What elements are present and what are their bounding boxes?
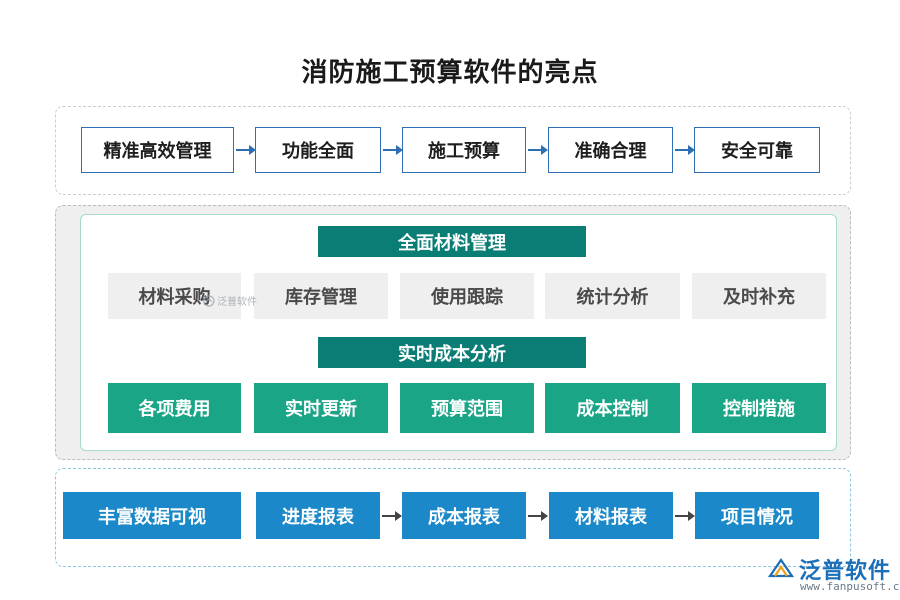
brand-logo: 泛普软件 (766, 553, 891, 585)
highlight-box: 准确合理 (548, 127, 673, 173)
report-box: 进度报表 (256, 492, 380, 539)
arrow-icon (236, 145, 256, 155)
report-box: 项目情况 (695, 492, 819, 539)
watermark: 泛普软件 (203, 293, 257, 308)
material-management-header: 全面材料管理 (318, 226, 586, 257)
arrow-icon (528, 145, 548, 155)
highlight-box: 功能全面 (255, 127, 381, 173)
report-box: 成本报表 (402, 492, 526, 539)
cost-item: 各项费用 (108, 383, 241, 433)
cost-item: 预算范围 (400, 383, 534, 433)
arrow-icon (528, 511, 548, 521)
logo-icon (767, 558, 795, 578)
logo-url: www.fanpusoft.com (800, 580, 900, 593)
highlights-panel (55, 106, 851, 195)
cost-analysis-header: 实时成本分析 (318, 337, 586, 368)
arrow-icon (383, 145, 403, 155)
watermark-text: 泛普软件 (217, 297, 257, 308)
report-box: 材料报表 (549, 492, 673, 539)
highlight-box: 安全可靠 (694, 127, 820, 173)
material-item: 库存管理 (254, 273, 388, 319)
material-item: 使用跟踪 (400, 273, 534, 319)
material-item: 材料采购 (108, 273, 241, 319)
page-title: 消防施工预算软件的亮点 (301, 58, 599, 88)
highlight-box: 精准高效管理 (81, 127, 234, 173)
logo-text: 泛普软件 (799, 559, 892, 584)
arrow-icon (382, 511, 402, 521)
highlight-box: 施工预算 (402, 127, 526, 173)
cost-item: 实时更新 (254, 383, 388, 433)
logo-icon (203, 294, 215, 307)
arrow-icon (675, 511, 695, 521)
material-item: 及时补充 (692, 273, 826, 319)
arrow-icon (675, 145, 695, 155)
report-box: 丰富数据可视 (63, 492, 241, 539)
cost-item: 成本控制 (545, 383, 680, 433)
cost-item: 控制措施 (692, 383, 826, 433)
reports-panel (55, 468, 851, 567)
material-item: 统计分析 (545, 273, 680, 319)
